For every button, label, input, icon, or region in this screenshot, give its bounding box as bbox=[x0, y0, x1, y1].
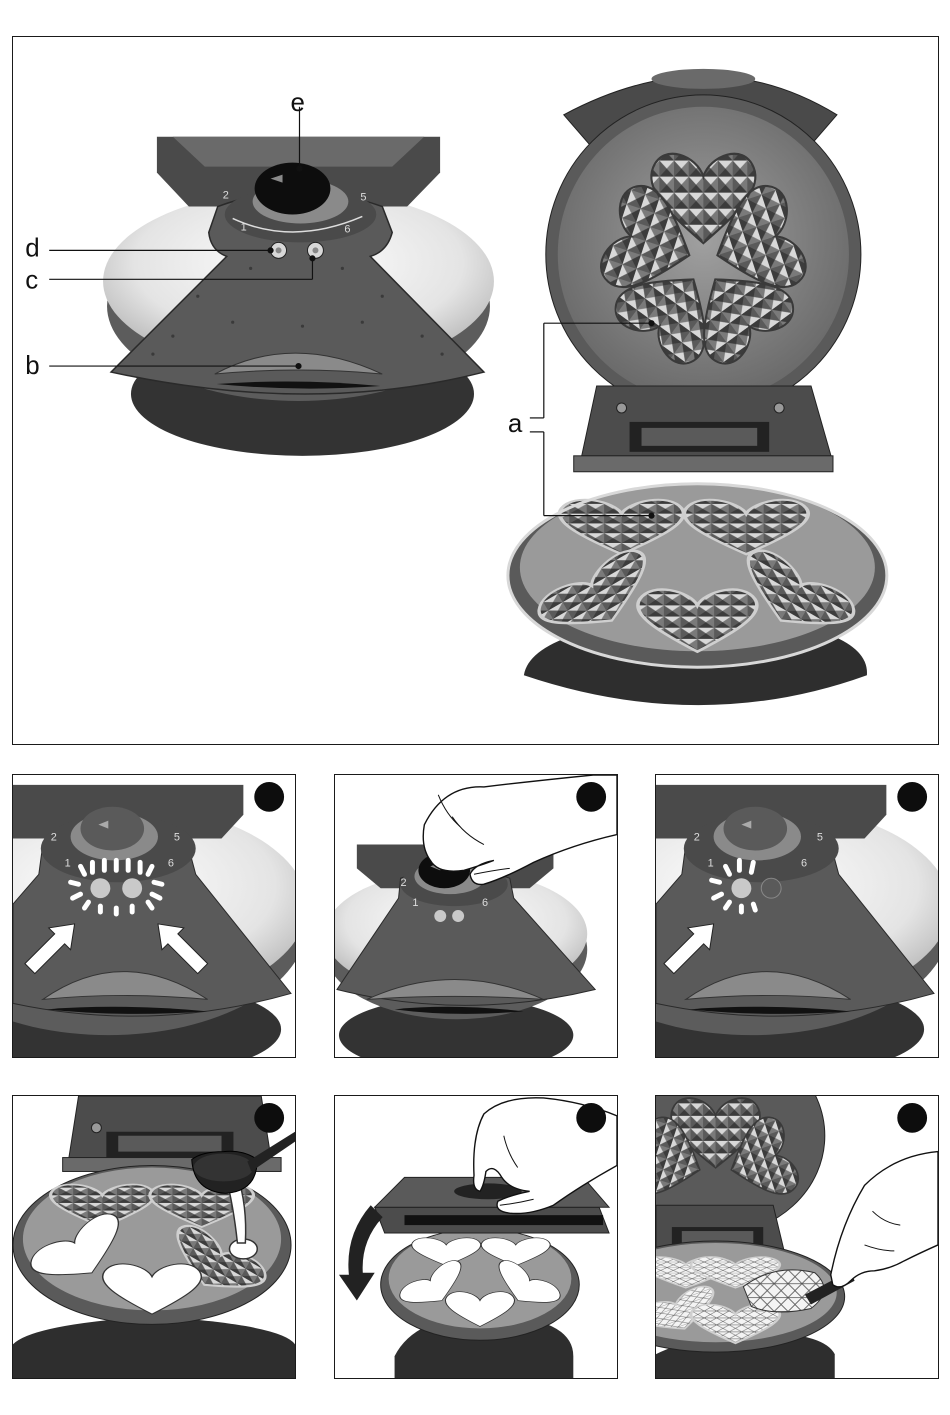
closed-waffle-maker: 2 1 5 6 bbox=[103, 137, 494, 456]
step-1-figure: 2 1 5 6 bbox=[12, 774, 296, 1058]
callout-a: a bbox=[508, 410, 523, 438]
step2-dial-mark-2: 2 bbox=[401, 877, 407, 889]
ready-lamp bbox=[761, 878, 781, 898]
step2-dial-mark-6: 6 bbox=[482, 897, 488, 909]
step3-dial-mark-1: 1 bbox=[708, 857, 714, 869]
dial-mark-6: 6 bbox=[344, 223, 350, 235]
step-2-figure: 2 1 6 bbox=[334, 774, 618, 1058]
step-3-figure: 2 1 5 6 bbox=[655, 774, 939, 1058]
dial-mark-5: 5 bbox=[360, 192, 366, 204]
step1-dial-mark-6: 6 bbox=[168, 857, 174, 869]
step-marker-5 bbox=[576, 1103, 606, 1133]
step-5-figure bbox=[334, 1095, 618, 1379]
step-marker-6 bbox=[897, 1103, 927, 1133]
dial bbox=[724, 807, 788, 851]
step-4-figure bbox=[12, 1095, 296, 1379]
step-marker-3 bbox=[897, 782, 927, 812]
step-6-figure bbox=[655, 1095, 939, 1379]
overview-figure: 2 1 5 6 bbox=[12, 36, 939, 745]
callout-d: d bbox=[25, 234, 39, 262]
overview-illustration: 2 1 5 6 bbox=[13, 37, 938, 744]
temperature-dial bbox=[255, 163, 331, 215]
step1-dial-mark-5: 5 bbox=[174, 832, 180, 844]
callout-e: e bbox=[291, 89, 305, 117]
close-arrow-icon bbox=[339, 1205, 383, 1300]
callout-c: c bbox=[25, 266, 38, 294]
dial-mark-2: 2 bbox=[223, 190, 229, 202]
dial bbox=[81, 807, 145, 851]
callout-b: b bbox=[25, 352, 39, 380]
step1-dial-mark-1: 1 bbox=[65, 857, 71, 869]
ready-lamp bbox=[122, 878, 142, 898]
step-marker-2 bbox=[576, 782, 606, 812]
step1-dial-mark-2: 2 bbox=[51, 832, 57, 844]
step3-dial-mark-6: 6 bbox=[801, 857, 807, 869]
power-lamp bbox=[90, 878, 110, 898]
step2-dial-mark-1: 1 bbox=[412, 897, 418, 909]
step-marker-1 bbox=[254, 782, 284, 812]
power-lamp bbox=[731, 878, 751, 898]
step3-dial-mark-2: 2 bbox=[694, 832, 700, 844]
step-marker-4 bbox=[254, 1103, 284, 1133]
hand-icon bbox=[831, 1152, 938, 1287]
step3-dial-mark-5: 5 bbox=[817, 832, 823, 844]
open-waffle-maker bbox=[508, 69, 887, 705]
